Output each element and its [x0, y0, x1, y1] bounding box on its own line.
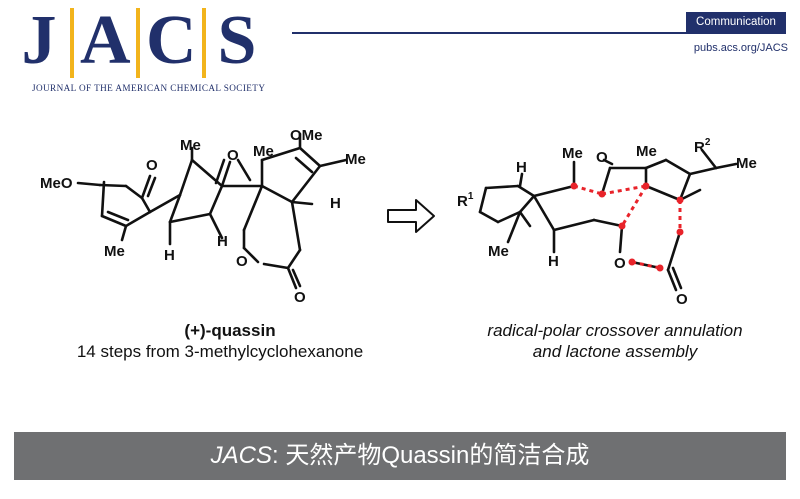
ketone-o-right-label: O: [596, 149, 608, 166]
me-top-label: Me: [180, 137, 201, 154]
me-top-right-label: Me: [562, 145, 583, 162]
article-type-badge: Communication: [686, 12, 786, 32]
ketone-o-center-label: O: [227, 147, 239, 164]
ome-label: OMe: [290, 127, 323, 144]
me-bottom-right-label: Me: [488, 243, 509, 260]
quassin-structure: [76, 132, 348, 290]
ring-o-label: O: [236, 253, 248, 270]
r2-label: R2: [694, 137, 711, 156]
r1-label: R1: [457, 191, 474, 210]
jacs-logo: J A C S JOURNAL OF THE AMERICAN CHEMICAL…: [14, 2, 292, 94]
logo-divider: [136, 8, 140, 78]
h-top-label: H: [516, 159, 527, 176]
me-center-right-label: Me: [636, 143, 657, 160]
logo-letter-j: J: [21, 2, 57, 79]
ring-o-right-label: O: [614, 255, 626, 272]
journal-url-link[interactable]: pubs.acs.org/JACS: [693, 42, 788, 54]
logo-letter-c: C: [146, 2, 197, 79]
h-bottom-right-label: H: [548, 253, 559, 270]
strategy-caption-line2: and lactone assembly: [532, 342, 698, 361]
synthesis-scheme: MeO OMe Me Me Me Me O O O O H H H H R1 M…: [40, 127, 757, 308]
synthesis-summary: 14 steps from 3-methylcyclohexanone: [76, 342, 364, 361]
annulation-analysis-structure: [478, 148, 738, 292]
footer-title-text: : 天然产物Quassin的简洁合成: [271, 442, 590, 469]
disconnection-points: [570, 182, 684, 272]
strategy-caption-line1: radical-polar crossover annulation: [487, 321, 743, 340]
footer-banner: JACS: 天然产物Quassin的简洁合成: [14, 432, 786, 480]
footer-journal: JACS: [210, 442, 272, 469]
me-right-label: Me: [345, 151, 366, 168]
h-right-label: H: [330, 195, 341, 212]
disconnection-bonds: [573, 184, 682, 270]
logo-letter-a: A: [80, 2, 131, 79]
me-far-right-label: Me: [736, 155, 757, 172]
me-mid-label: Me: [253, 143, 274, 160]
me-bottom-label: Me: [104, 243, 125, 260]
lactone-o-right-label: O: [676, 291, 688, 308]
logo-divider: [202, 8, 206, 78]
hollow-right-arrow-icon: [387, 199, 435, 233]
compound-name: (+)-quassin: [184, 321, 276, 340]
footer-title: JACS: 天然产物Quassin的简洁合成: [14, 432, 786, 480]
logo-letter-s: S: [217, 2, 257, 79]
meo-label: MeO: [40, 175, 73, 192]
h-bottom-center-label: H: [217, 233, 228, 250]
journal-name: JOURNAL OF THE AMERICAN CHEMICAL SOCIETY: [32, 83, 266, 93]
ketone-o-left-label: O: [146, 157, 158, 174]
logo-divider: [70, 8, 74, 78]
h-bottom-left-label: H: [164, 247, 175, 264]
header-rule: [292, 32, 786, 34]
lactone-o-label: O: [294, 289, 306, 306]
